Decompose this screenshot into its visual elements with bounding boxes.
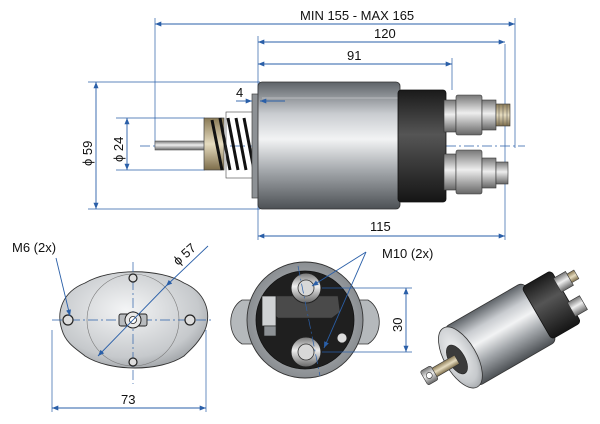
- mount-hole-left: [62, 314, 74, 326]
- lower-terminal: [443, 149, 509, 195]
- mount-hole-right: [184, 314, 196, 326]
- dim-30-label: 30: [390, 318, 405, 332]
- dim-73-label: 73: [121, 392, 135, 407]
- isometric-view: [420, 269, 588, 389]
- label-m10: M10 (2x): [382, 246, 433, 261]
- terminal-cap: [397, 89, 447, 203]
- side-view: MIN 155 - MAX 165 120 91 4 ϕ 59 ϕ 24 115: [80, 8, 525, 240]
- dim-d24-label: ϕ 24: [111, 137, 126, 162]
- spring: [210, 117, 256, 171]
- label-m6: M6 (2x): [12, 240, 56, 255]
- dim-4-label: 4: [236, 85, 243, 100]
- dim-115-label: 115: [370, 219, 391, 234]
- rear-view: M10 (2x) 30: [230, 246, 433, 379]
- dim-d59-label: ϕ 59: [80, 141, 95, 166]
- dim-total-label: MIN 155 - MAX 165: [300, 8, 414, 23]
- dim-91-label: 91: [347, 48, 361, 63]
- dim-d57-label: ϕ 57: [170, 240, 199, 268]
- front-view: ϕ 57 M6 (2x) 73: [12, 240, 214, 412]
- dim-120-label: 120: [374, 26, 396, 41]
- upper-terminal: [443, 94, 511, 136]
